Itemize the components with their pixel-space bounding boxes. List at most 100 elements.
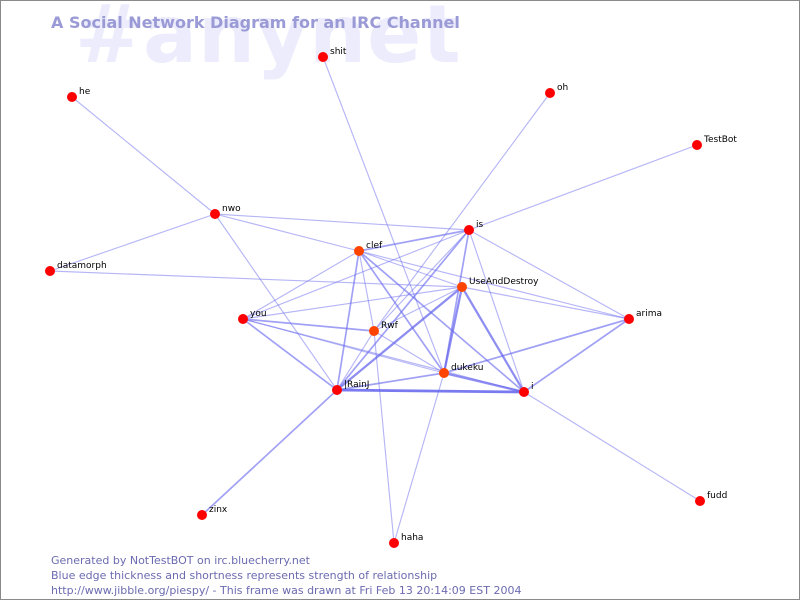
- edge-shit-dukeku: [322, 56, 445, 374]
- node-datamorph: datamorph: [45, 261, 107, 276]
- edge-clef-i: [358, 250, 525, 393]
- node-he: he: [67, 87, 91, 102]
- node-dot-Rwf: [369, 326, 379, 336]
- edge-JRainJ-i: [335, 388, 526, 394]
- node-dot-UseAndDestroy: [457, 282, 467, 292]
- edge-UseAndDestroy-dukeku: [442, 285, 464, 375]
- edge-clef-is: [358, 229, 470, 252]
- node-label-oh: oh: [557, 83, 568, 93]
- edge-you-JRainJ: [242, 318, 338, 391]
- node-zinx: zinx: [197, 505, 228, 520]
- edge-UseAndDestroy-Rwf: [373, 286, 463, 332]
- edge-oh-Rwf: [373, 92, 551, 332]
- node-arima: arima: [624, 309, 662, 324]
- node-dukeku: dukeku: [439, 363, 483, 378]
- node-dot-nwo: [210, 209, 220, 219]
- node-dot-TestBot: [692, 140, 702, 150]
- footer-source-timestamp: http://www.jibble.org/piespy/ - This fra…: [51, 584, 522, 597]
- node-Rwf: Rwf: [369, 321, 399, 336]
- node-label-i: i: [531, 382, 534, 392]
- node-oh: oh: [545, 83, 568, 98]
- edge-datamorph-UseAndDestroy: [49, 270, 463, 288]
- node-label-is: is: [476, 220, 484, 230]
- edge-Rwf-haha: [373, 330, 395, 544]
- footer: Generated by NotTestBOT on irc.bluecherr…: [51, 553, 521, 598]
- diagram-title: A Social Network Diagram for an IRC Chan…: [51, 13, 460, 32]
- edge-you-Rwf: [242, 318, 375, 332]
- node-nwo: nwo: [210, 204, 241, 219]
- edge-clef-you: [242, 250, 360, 320]
- node-label-UseAndDestroy: UseAndDestroy: [469, 277, 539, 287]
- edge-clef-Rwf: [358, 250, 375, 332]
- node-dot-i: [519, 387, 529, 397]
- node-label-you: you: [250, 309, 267, 319]
- node-dot-is: [464, 225, 474, 235]
- edge-Rwf-dukeku: [373, 330, 445, 374]
- node-dot-clef: [354, 246, 364, 256]
- node-dot-JRainJ: [332, 385, 342, 395]
- node-dot-dukeku: [439, 368, 449, 378]
- channel-watermark: #anynet: [75, 0, 462, 81]
- node-JRainJ: |RainJ: [332, 380, 369, 395]
- edge-i-fudd: [523, 391, 701, 502]
- edge-dukeku-i: [442, 371, 526, 394]
- node-label-datamorph: datamorph: [57, 261, 107, 271]
- edge-clef-UseAndDestroy: [358, 250, 463, 288]
- edge-clef-arima: [358, 250, 630, 320]
- edge-is-Rwf: [373, 229, 470, 332]
- edge-is-you: [242, 229, 470, 320]
- node-label-arima: arima: [636, 309, 662, 319]
- edge-Rwf-JRainJ: [336, 330, 375, 391]
- footer-generated-by: Generated by NotTestBOT on irc.bluecherr…: [51, 554, 310, 567]
- node-label-clef: clef: [366, 241, 383, 251]
- edges-layer: [49, 56, 701, 544]
- node-label-TestBot: TestBot: [703, 135, 737, 145]
- node-dot-datamorph: [45, 266, 55, 276]
- node-dot-fudd: [695, 496, 705, 506]
- node-dot-zinx: [197, 510, 207, 520]
- edge-dukeku-JRainJ: [336, 372, 445, 391]
- edge-TestBot-is: [468, 144, 698, 231]
- node-dot-you: [238, 314, 248, 324]
- edge-UseAndDestroy-you: [242, 286, 463, 320]
- edge-is-JRainJ: [336, 229, 470, 391]
- edge-dukeku-haha: [393, 372, 445, 544]
- edge-JRainJ-zinx: [201, 389, 338, 516]
- edge-i-arima: [523, 318, 630, 393]
- edge-nwo-datamorph: [49, 213, 216, 272]
- node-label-nwo: nwo: [222, 204, 241, 214]
- node-TestBot: TestBot: [692, 135, 737, 150]
- node-i: i: [519, 382, 534, 397]
- edge-clef-JRainJ: [336, 250, 360, 391]
- edge-UseAndDestroy-arima: [461, 286, 630, 320]
- edge-he-nwo: [71, 96, 216, 215]
- node-haha: haha: [389, 533, 423, 548]
- edge-nwo-JRainJ: [214, 213, 338, 391]
- node-label-JRainJ: |RainJ: [344, 380, 369, 390]
- node-shit: shit: [318, 47, 347, 62]
- node-dot-haha: [389, 538, 399, 548]
- node-dot-arima: [624, 314, 634, 324]
- node-label-he: he: [79, 87, 91, 97]
- node-label-Rwf: Rwf: [381, 321, 399, 331]
- node-label-shit: shit: [330, 47, 347, 57]
- node-you: you: [238, 309, 267, 324]
- edge-nwo-clef: [214, 213, 360, 252]
- footer-legend: Blue edge thickness and shortness repres…: [51, 569, 438, 582]
- edge-dukeku-arima: [443, 318, 630, 374]
- edge-UseAndDestroy-i: [460, 285, 526, 394]
- node-dot-oh: [545, 88, 555, 98]
- node-label-zinx: zinx: [209, 505, 228, 515]
- node-dot-he: [67, 92, 77, 102]
- node-is: is: [464, 220, 484, 235]
- node-UseAndDestroy: UseAndDestroy: [457, 277, 539, 292]
- node-fudd: fudd: [695, 491, 727, 506]
- edge-nwo-is: [214, 213, 470, 231]
- node-dot-shit: [318, 52, 328, 62]
- node-label-dukeku: dukeku: [451, 363, 483, 373]
- edge-is-i: [468, 229, 525, 393]
- edge-you-dukeku: [242, 318, 445, 374]
- node-label-haha: haha: [401, 533, 423, 543]
